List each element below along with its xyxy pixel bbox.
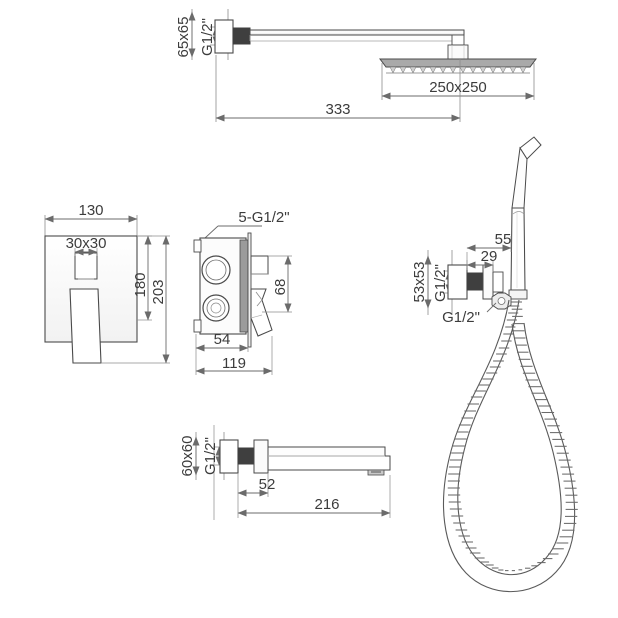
label-holder-thread-vertical: G1/2" xyxy=(432,264,449,302)
view-hand-shower-assembly xyxy=(424,136,578,593)
label-holder-projection-total: 55 xyxy=(495,231,512,248)
label-valve-total: 119 xyxy=(222,355,246,372)
label-plate-width: 130 xyxy=(78,202,103,219)
label-valve-depth: 54 xyxy=(214,331,231,348)
label-holder-projection-elbow: 29 xyxy=(481,248,498,265)
view-mixer-valve-body xyxy=(193,225,292,375)
label-holder-thread-horizontal: G1/2" xyxy=(442,309,480,326)
label-button-size: 30x30 xyxy=(66,235,107,252)
label-head-size: 250x250 xyxy=(429,79,487,96)
flexible-hose xyxy=(443,299,578,593)
label-spout-flange: 60x60 xyxy=(179,436,196,477)
view-bath-spout xyxy=(192,425,391,520)
label-plate-height: 203 xyxy=(150,279,167,304)
label-arm-flange: 65x65 xyxy=(175,17,192,58)
label-valve-ports: 5-G1/2" xyxy=(238,209,289,226)
label-spout-projection: 216 xyxy=(314,496,339,513)
label-holder-flange: 53x53 xyxy=(411,262,428,303)
label-handle-height: 180 xyxy=(132,272,149,297)
label-valve-handle-height: 68 xyxy=(272,279,289,296)
view-shower-arm-head xyxy=(188,9,537,122)
label-spout-flange-depth: 52 xyxy=(259,476,276,493)
label-spout-thread: G1/2" xyxy=(202,437,219,475)
view-mixer-trim-plate xyxy=(44,215,170,364)
label-arm-projection: 333 xyxy=(325,101,350,118)
label-arm-thread: G1/2" xyxy=(199,18,216,56)
